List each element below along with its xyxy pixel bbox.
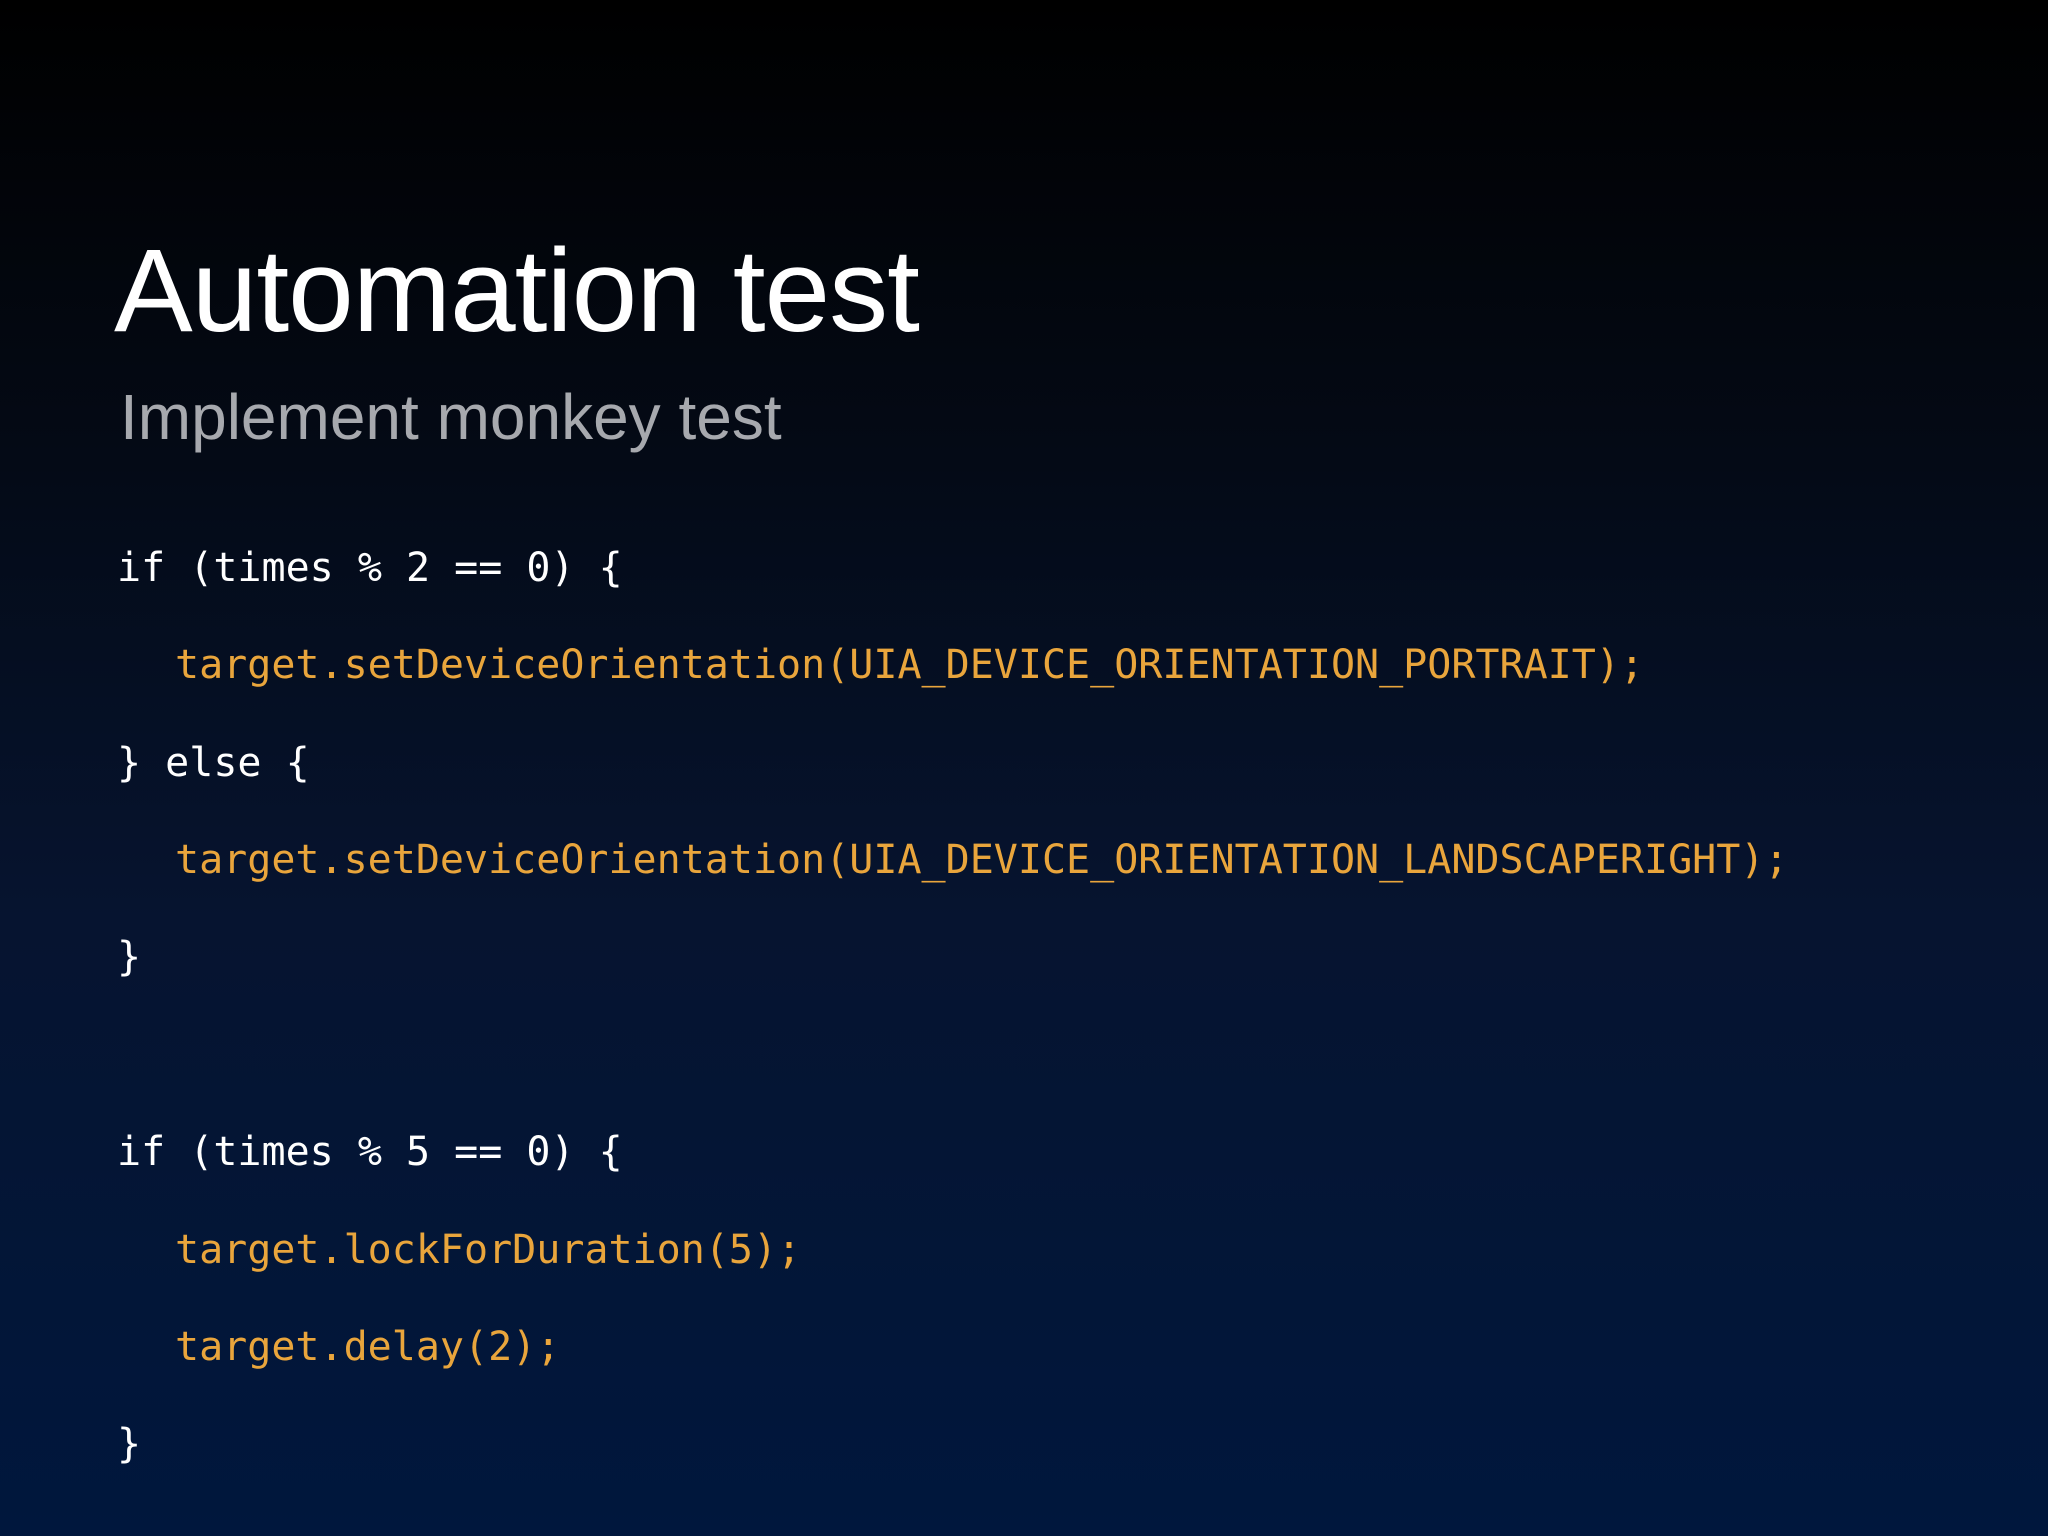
code-line-set-landscape-right: target.setDeviceOrientation(UIA_DEVICE_O…: [175, 837, 1789, 883]
code-line-else: } else {: [117, 740, 310, 786]
code-line-set-portrait: target.setDeviceOrientation(UIA_DEVICE_O…: [175, 642, 1645, 688]
code-line-delay: target.delay(2);: [175, 1324, 561, 1370]
code-line-close-brace-2: }: [117, 1421, 142, 1467]
slide-subtitle: Implement monkey test: [120, 381, 782, 453]
code-line-close-brace: }: [117, 934, 142, 980]
code-line-if-times-mod-2: if (times % 2 == 0) {: [117, 545, 623, 591]
slide-title: Automation test: [114, 225, 920, 357]
code-line-lock-for-duration: target.lockForDuration(5);: [175, 1227, 802, 1273]
code-line-if-times-mod-5: if (times % 5 == 0) {: [117, 1129, 623, 1175]
